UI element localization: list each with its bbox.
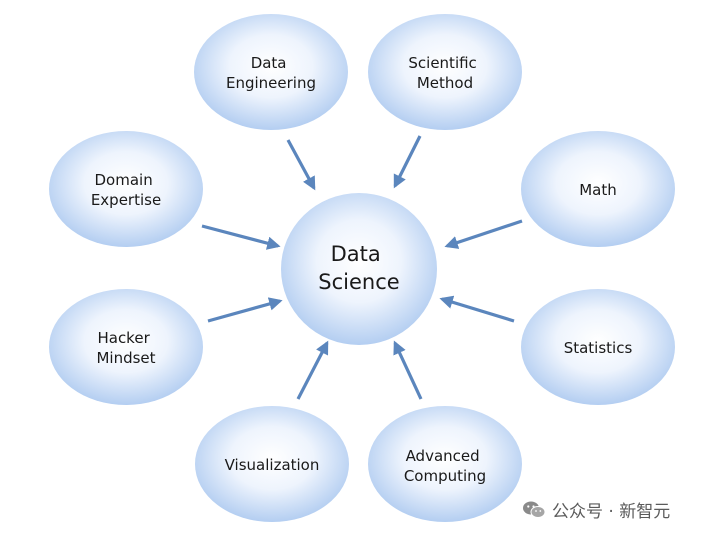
arrow-advanced-computing <box>393 340 423 400</box>
bubble-data-science: Data Science <box>281 193 437 345</box>
label-line: Domain <box>95 171 153 189</box>
center-label-line: Data <box>331 242 381 266</box>
bubble-scientific-method: Scientific Method <box>368 14 522 130</box>
center-label-line: Science <box>318 270 399 294</box>
label-line: Hacker <box>97 329 150 347</box>
label-line: Data <box>251 54 287 72</box>
svg-text:Data Science: Data Science <box>318 242 399 294</box>
bubble-advanced-computing: Advanced Computing <box>368 406 522 522</box>
label-line: Expertise <box>91 191 161 209</box>
bubble-domain-expertise: Domain Expertise <box>49 131 203 247</box>
arrow-scientific-method <box>393 135 422 189</box>
watermark-text: 公众号 · 新智元 <box>552 502 671 522</box>
label-line: Statistics <box>564 339 633 357</box>
svg-text:Hacker Mindset: Hacker Mindset <box>96 329 155 367</box>
svg-text:Advanced Computing: Advanced Computing <box>404 447 486 485</box>
svg-text:Visualization: Visualization <box>225 456 320 474</box>
label-line: Method <box>417 74 473 92</box>
bubble-math: Math <box>521 131 675 247</box>
arrow-visualization <box>296 340 329 400</box>
bubble-data-engineering: Data Engineering <box>194 14 348 130</box>
arrows <box>201 135 523 400</box>
label-line: Scientific <box>408 54 476 72</box>
svg-text:Statistics: Statistics <box>564 339 633 357</box>
label-line: Computing <box>404 467 486 485</box>
svg-text:Math: Math <box>579 181 617 199</box>
label-line: Engineering <box>226 74 316 92</box>
arrow-data-engineering <box>286 139 316 191</box>
bubble-visualization: Visualization <box>195 406 349 522</box>
svg-text:Scientific Method: Scientific Method <box>408 54 481 92</box>
arrow-math <box>444 219 523 249</box>
label-line: Math <box>579 181 617 199</box>
wechat-icon <box>523 501 546 518</box>
arrow-statistics <box>439 295 515 323</box>
bubble-statistics: Statistics <box>521 289 675 405</box>
label-line: Advanced <box>406 447 480 465</box>
watermark: 公众号 · 新智元 <box>522 497 670 522</box>
bubble-hacker-mindset: Hacker Mindset <box>49 289 203 405</box>
svg-text:Domain Expertise: Domain Expertise <box>91 171 161 209</box>
label-line: Mindset <box>96 349 155 367</box>
label-line: Visualization <box>225 456 320 474</box>
arrow-domain-expertise <box>201 224 281 250</box>
svg-text:Data Engineering: Data Engineering <box>226 54 316 92</box>
arrow-hacker-mindset <box>207 297 283 323</box>
